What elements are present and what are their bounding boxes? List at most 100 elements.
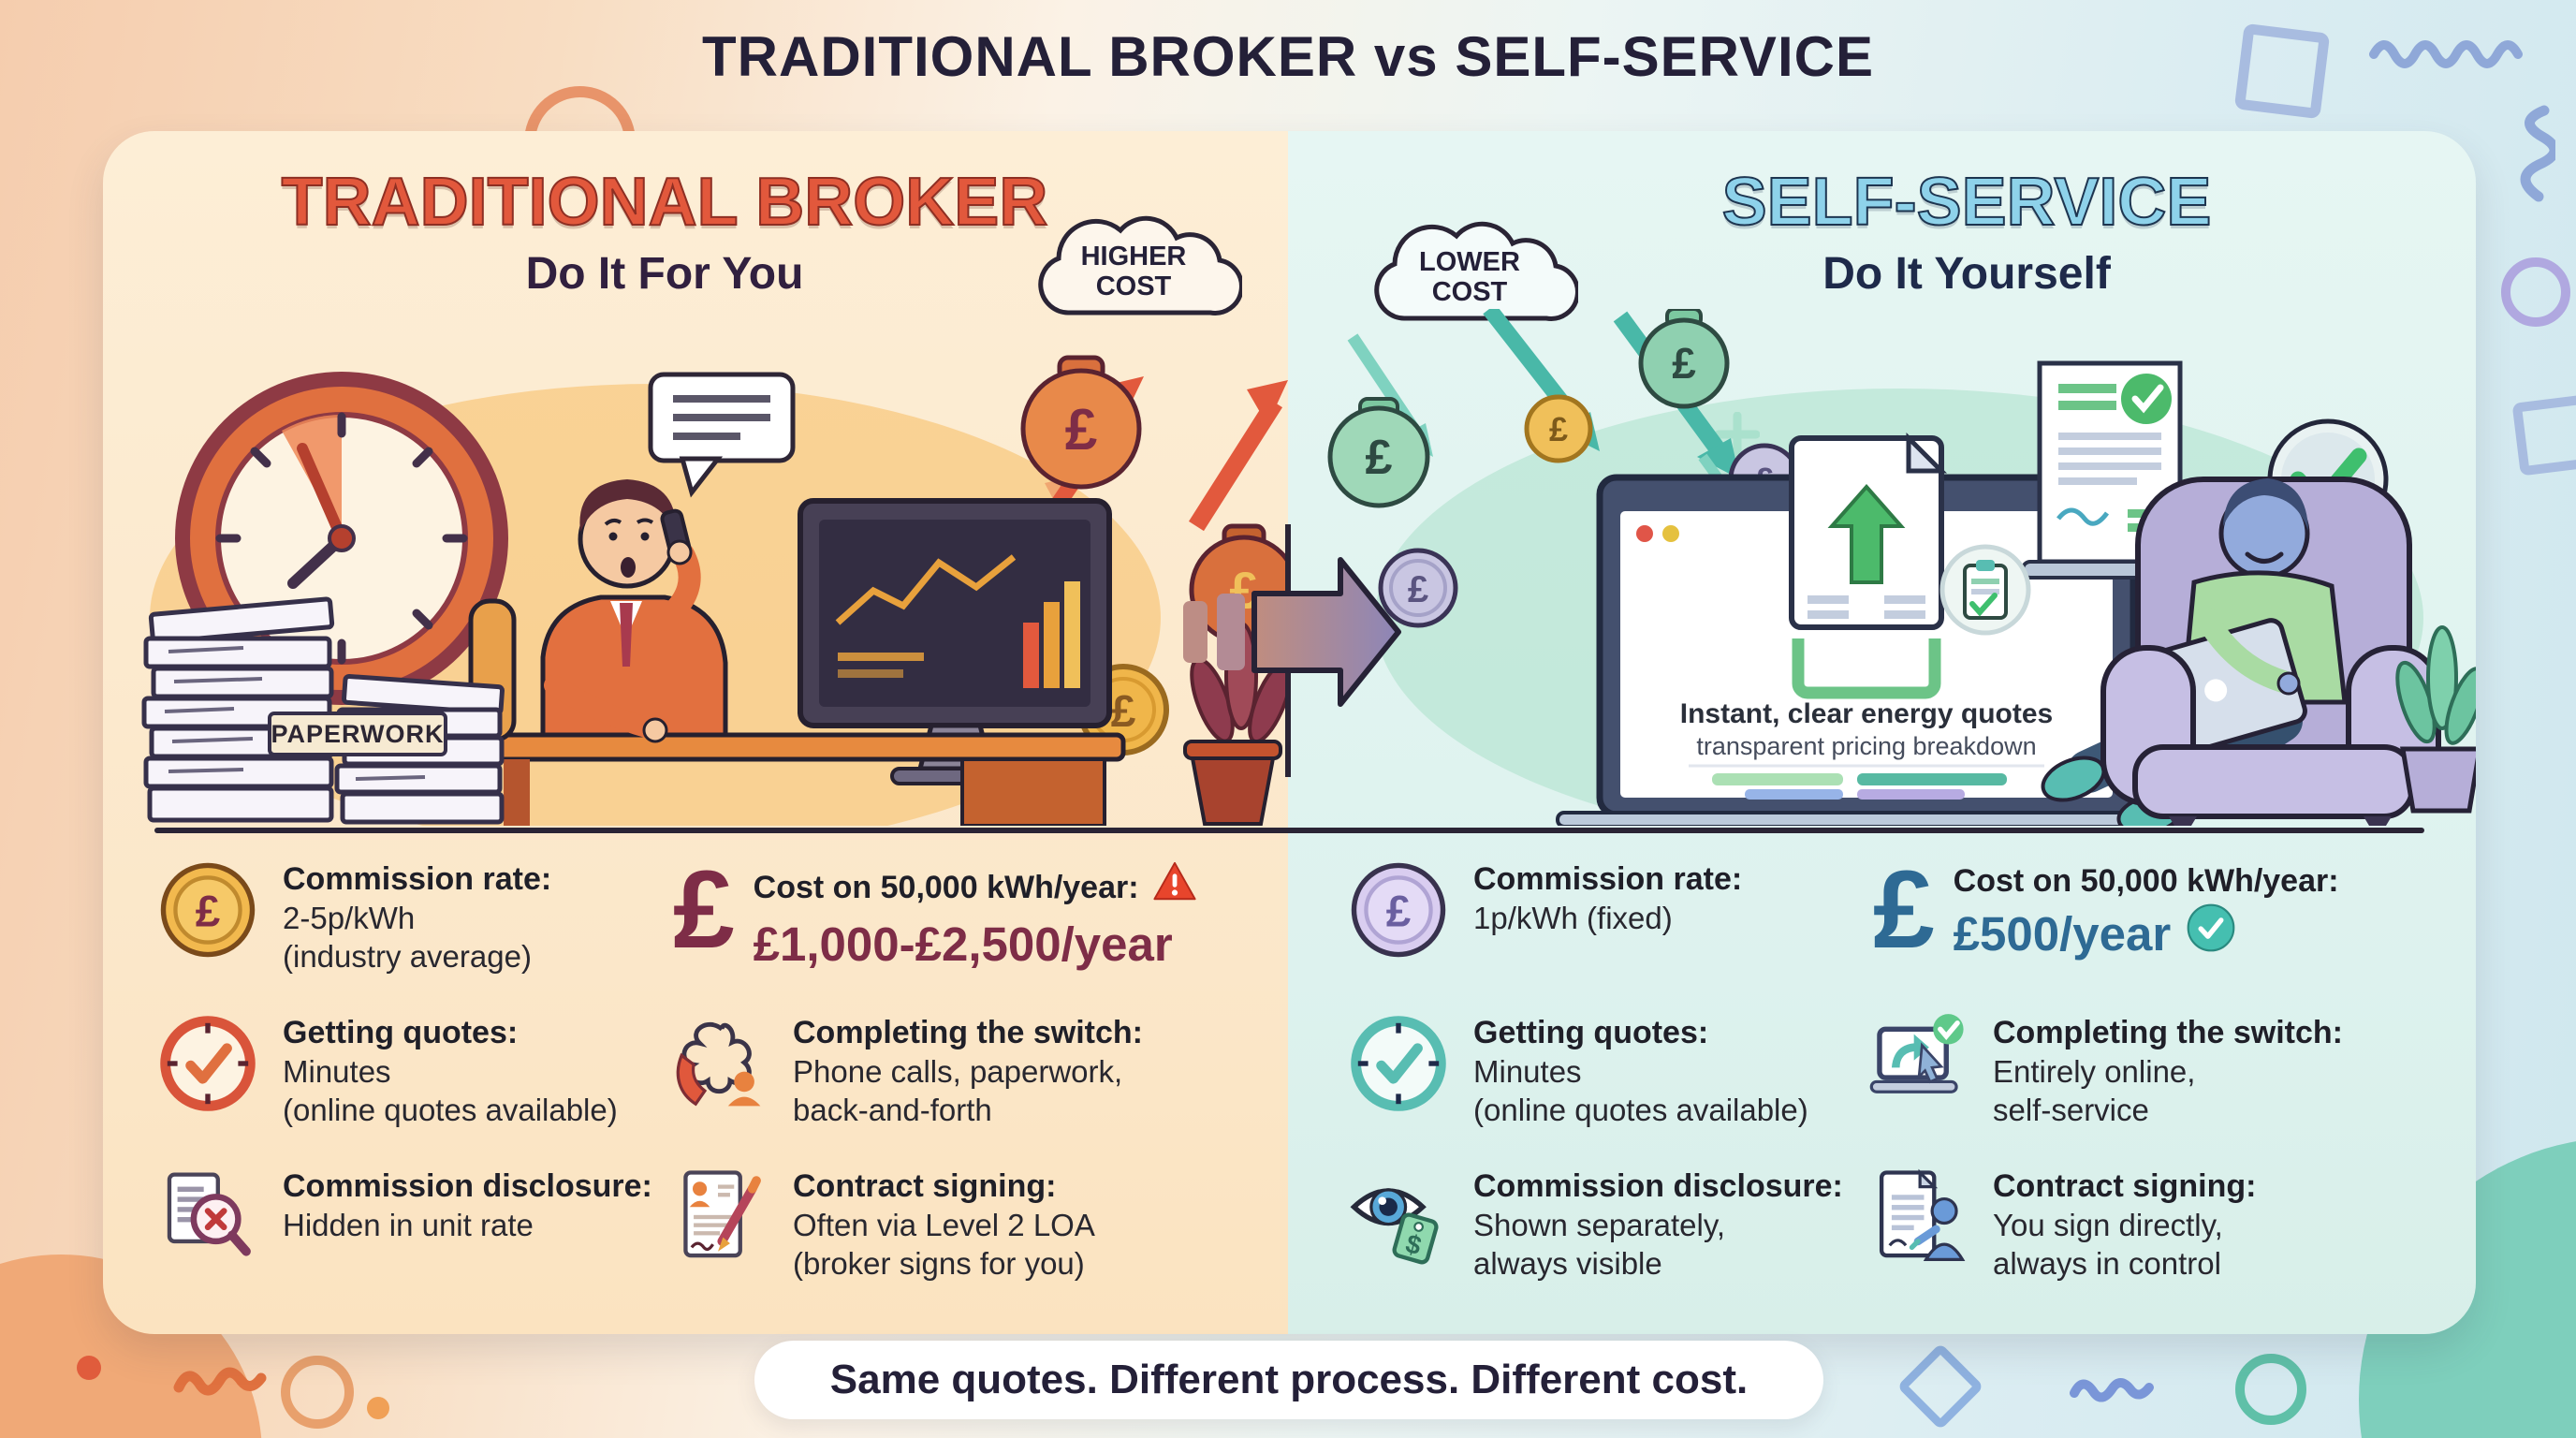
sign-document-icon [1867, 1167, 1969, 1268]
traditional-illustration: £ £ £ £ [103, 309, 1338, 852]
stat-line: You sign directly, [1993, 1208, 2223, 1242]
transition-arrow-icon [1183, 557, 1401, 707]
stat-title: Commission rate: [283, 861, 552, 897]
stat-line: Minutes [1473, 1054, 1582, 1089]
stat-commission-disclosure: $ Commission disclosure: Shown separatel… [1348, 1167, 1867, 1320]
quote-screen-line2: transparent pricing breakdown [1696, 732, 2036, 760]
higher-cost-line2: COST [1095, 271, 1172, 301]
stat-title: Contract signing: [1993, 1168, 2257, 1204]
pound-sign: £ [1873, 848, 1935, 972]
stat-title: Completing the switch: [1993, 1015, 2343, 1050]
warning-icon [1152, 859, 1197, 916]
upload-document-icon [1789, 432, 1948, 699]
clock-check-icon [1348, 1013, 1449, 1114]
stat-line: (broker signs for you) [793, 1246, 1085, 1281]
svg-text:£: £ [196, 887, 220, 936]
stat-cost: £ Cost on 50,000 kWh/year: £1,000-£2,500 [667, 848, 1281, 1013]
money-bag-icon: £ [1020, 355, 1142, 490]
check-icon [2186, 902, 2236, 966]
pound-sign: £ [673, 848, 735, 972]
stat-line: self-service [1993, 1093, 2149, 1127]
decor-ring-br [2235, 1354, 2306, 1425]
stat-completing-switch: Completing the switch: Phone calls, pape… [667, 1013, 1281, 1167]
svg-text:£: £ [1672, 339, 1696, 388]
money-bag-icon: £ [1327, 397, 1430, 508]
decor-squiggle-bl [173, 1367, 267, 1396]
self-service-illustration: £ £ £ £ £ [1291, 303, 2476, 847]
pound-coin-icon: £ [1524, 394, 1593, 463]
page-title: TRADITIONAL BROKER vs SELF-SERVICE [702, 25, 1874, 88]
svg-text:£: £ [1065, 398, 1097, 462]
stat-title: Contract signing: [793, 1168, 1057, 1204]
stat-line: 2-5p/kWh [283, 901, 416, 935]
customer-illustration [2041, 477, 2441, 835]
self-service-heading: SELF-SERVICE [1721, 164, 2213, 241]
stat-commission-rate: £ Commission rate: 2-5p/kWh (industry av… [157, 859, 667, 1013]
stat-line: 1p/kWh (fixed) [1473, 901, 1673, 935]
svg-text:£: £ [1408, 569, 1428, 610]
stat-title: Commission disclosure: [1473, 1168, 1843, 1204]
traditional-subheading: Do It For You [525, 249, 804, 299]
decor-diamond-br [1896, 1343, 1984, 1431]
clipboard-check-icon [1939, 544, 2031, 636]
stat-line: Shown separately, [1473, 1208, 1726, 1242]
eye-tag-icon: $ [1348, 1167, 1449, 1268]
speech-bubble-icon [648, 372, 796, 498]
pound-coin-icon: £ [157, 859, 258, 961]
stat-line: back-and-forth [793, 1093, 992, 1127]
stat-line: (industry average) [283, 939, 532, 974]
stat-line: Entirely online, [1993, 1054, 2196, 1089]
stat-getting-quotes: Getting quotes: Minutes (online quotes a… [1348, 1013, 1867, 1167]
contract-pen-icon [667, 1167, 768, 1268]
stat-getting-quotes: Getting quotes: Minutes (online quotes a… [157, 1013, 667, 1167]
stat-commission-rate: £ Commission rate: 1p/kWh (fixed) [1348, 859, 1867, 1013]
stat-title: Completing the switch: [793, 1015, 1143, 1050]
laptop-switch-icon [1867, 1013, 1969, 1114]
paperwork-label: PAPERWORK [271, 720, 444, 748]
lower-cost-line2: COST [1431, 277, 1508, 307]
cost-value: £500/year [1953, 907, 2172, 961]
traditional-header: TRADITIONAL BROKER Do It For You [197, 164, 1133, 301]
traditional-heading: TRADITIONAL BROKER [281, 164, 1049, 241]
cost-label: Cost on 50,000 kWh/year: [1953, 863, 2339, 899]
decor-square-right [2511, 394, 2576, 477]
stat-cost: £ Cost on 50,000 kWh/year: £500/year [1867, 848, 2462, 1013]
stat-title: Commission disclosure: [283, 1168, 652, 1204]
stat-line: always in control [1993, 1246, 2221, 1281]
decor-dot-bl2 [367, 1397, 389, 1419]
ground-line [154, 828, 2424, 833]
stat-line: (online quotes available) [1473, 1093, 1808, 1127]
stat-title: Getting quotes: [283, 1015, 519, 1050]
cost-value: £1,000-£2,500/year [753, 917, 1173, 971]
self-service-stats: £ Commission rate: 1p/kWh (fixed) £ Cost… [1348, 848, 2462, 1320]
stat-line: Minutes [283, 1054, 391, 1089]
stat-commission-disclosure: Commission disclosure: Hidden in unit ra… [157, 1167, 667, 1320]
footer-banner: Same quotes. Different process. Differen… [754, 1341, 1823, 1419]
tangled-phone-icon [667, 1013, 768, 1114]
cloud-icon [1374, 221, 1578, 321]
svg-text:£: £ [1111, 687, 1136, 737]
decor-dot-bl1 [77, 1356, 101, 1380]
stat-line: Hidden in unit rate [283, 1208, 534, 1242]
decor-wave-top-right [2369, 40, 2523, 68]
stat-line: Phone calls, paperwork, [793, 1054, 1123, 1089]
stat-line: (online quotes available) [283, 1093, 618, 1127]
footer-text: Same quotes. Different process. Differen… [829, 1357, 1749, 1402]
self-service-subheading: Do It Yourself [1822, 249, 2111, 299]
stat-title: Getting quotes: [1473, 1015, 1709, 1050]
stat-line: Often via Level 2 LOA [793, 1208, 1095, 1242]
pound-coin-icon: £ [1378, 548, 1458, 628]
plant-illustration [2395, 625, 2476, 814]
self-service-header: SELF-SERVICE Do It Yourself [1475, 164, 2458, 301]
cost-label: Cost on 50,000 kWh/year: [753, 870, 1139, 905]
stat-contract-signing: Contract signing: Often via Level 2 LOA … [667, 1167, 1281, 1320]
stat-title: Commission rate: [1473, 861, 1743, 897]
svg-text:£: £ [1549, 410, 1568, 448]
magnifier-x-icon [157, 1167, 258, 1268]
money-bag-icon: £ [1638, 307, 1730, 409]
decor-squiggle-right [2520, 105, 2555, 202]
